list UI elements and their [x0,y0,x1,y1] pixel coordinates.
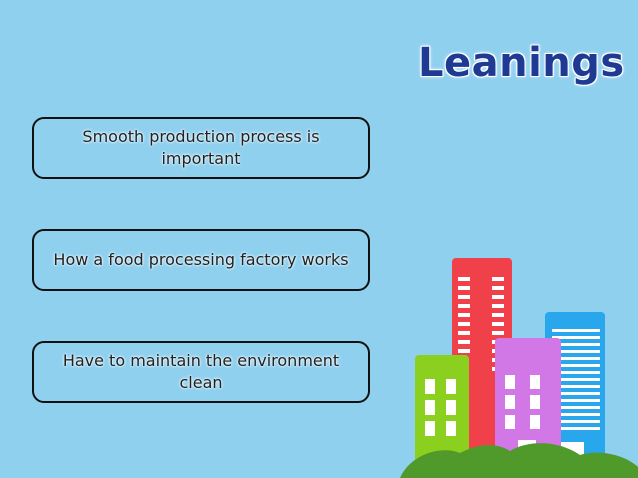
learning-point-1: Smooth production process is important [32,117,370,179]
green-building [415,355,469,472]
learning-point-2-text: How a food processing factory works [53,250,349,269]
green-hills [400,443,638,478]
learning-point-2: How a food processing factory works [32,229,370,291]
learning-point-1-text: Smooth production process is important [82,127,320,168]
city-buildings-illustration [400,258,638,478]
learning-point-3-text: Have to maintain the environment clean [62,351,340,392]
slide-title: Leanings [418,40,625,86]
learning-point-3: Have to maintain the environment clean [32,341,370,403]
